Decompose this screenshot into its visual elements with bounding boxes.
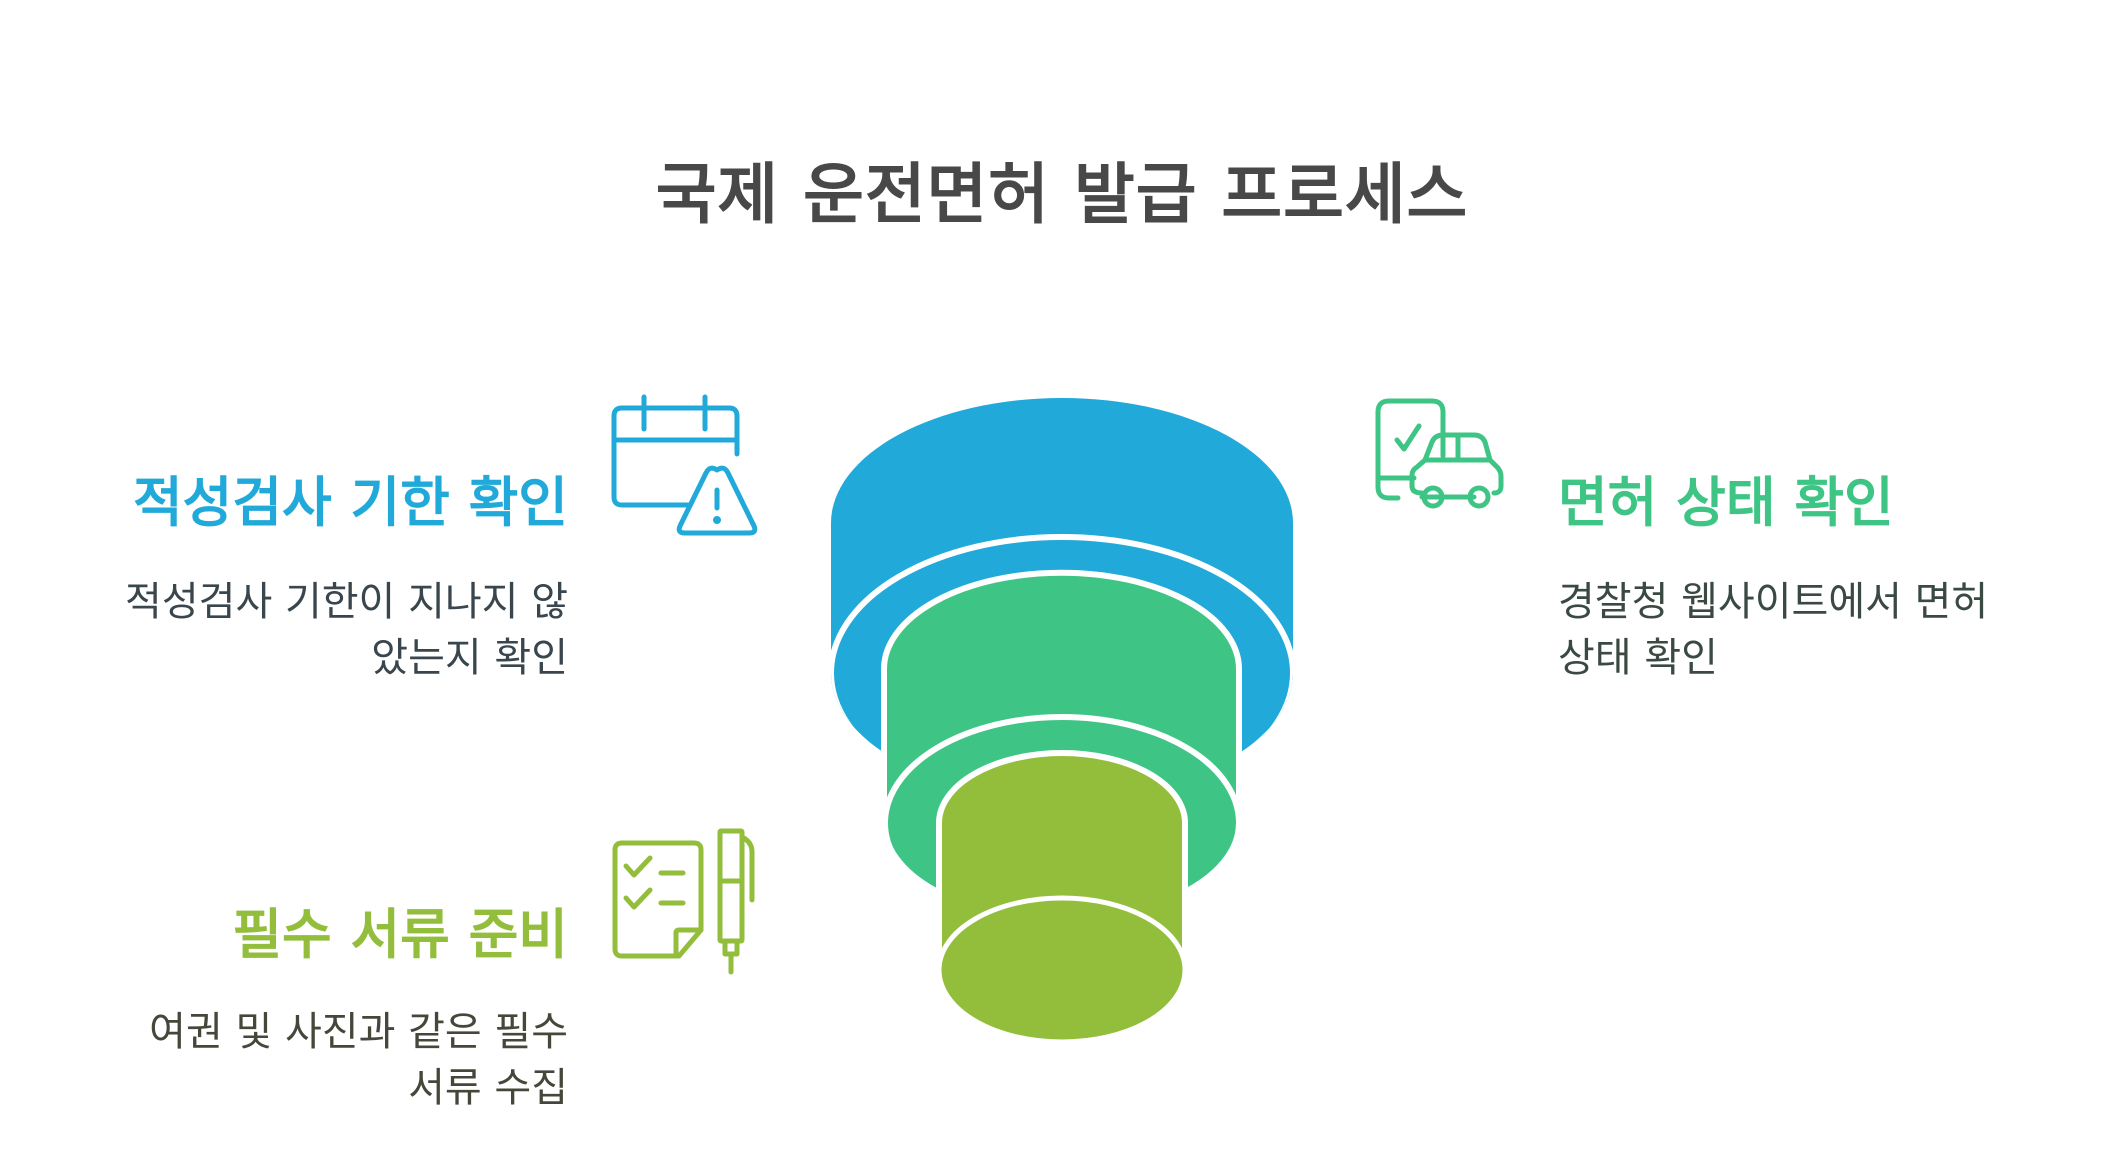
step-description-aptitude-test: 적성검사 기한이 지나지 않 았는지 확인 bbox=[48, 574, 568, 686]
description-line: 여권 및 사진과 같은 필수 bbox=[149, 1009, 568, 1055]
step-heading-aptitude-test: 적성검사 기한 확인 bbox=[132, 471, 568, 534]
phone-car-check-icon bbox=[1375, 398, 1504, 509]
description-line: 경찰청 웹사이트에서 면허 bbox=[1558, 579, 1989, 625]
step-heading-documents: 필수 서류 준비 bbox=[232, 903, 568, 966]
step-heading-license-status: 면허 상태 확인 bbox=[1558, 471, 1894, 534]
checklist-pen-icon bbox=[612, 828, 755, 975]
description-line: 상태 확인 bbox=[1558, 635, 1718, 681]
step-description-documents: 여권 및 사진과 같은 필수 서류 수집 bbox=[48, 1004, 568, 1116]
description-line: 서류 수집 bbox=[408, 1065, 568, 1111]
step-description-license-status: 경찰청 웹사이트에서 면허 상태 확인 bbox=[1558, 574, 2078, 686]
description-line: 적성검사 기한이 지나지 않 bbox=[125, 579, 568, 625]
calendar-warning-icon bbox=[611, 394, 758, 536]
tier-lime bbox=[936, 750, 1188, 1045]
description-line: 았는지 확인 bbox=[371, 635, 568, 681]
diagram-title: 국제 운전면허 발급 프로세스 bbox=[655, 156, 1469, 233]
